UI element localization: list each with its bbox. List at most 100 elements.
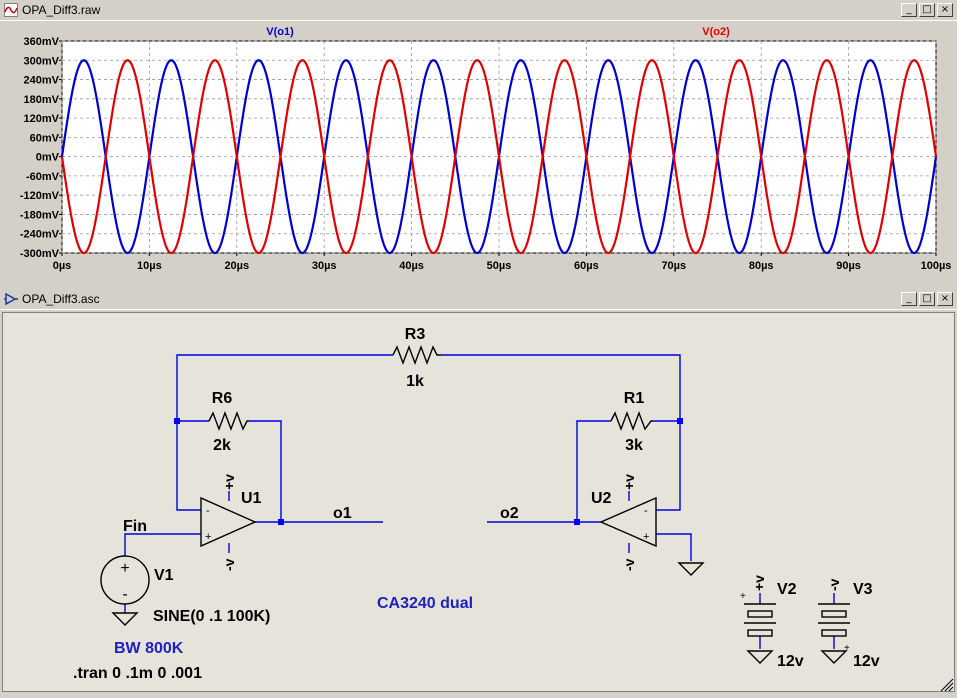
r1-name[interactable]: R1	[624, 390, 645, 407]
u1-plus-pin: +	[205, 531, 211, 543]
junction-node	[574, 519, 580, 525]
resize-grip-icon[interactable]	[940, 678, 954, 692]
r1-value[interactable]: 3k	[625, 437, 643, 454]
u1-vplus-label: +v	[221, 474, 237, 490]
opamp-u1[interactable]	[200, 496, 257, 548]
maximize-button[interactable]: □	[919, 3, 935, 17]
v3-plus-sign: +	[844, 643, 850, 654]
v3-name[interactable]: V3	[853, 581, 873, 598]
v2-plus-sign: +	[740, 591, 746, 602]
junction-node	[677, 418, 683, 424]
voltage-source-v1[interactable]	[100, 555, 150, 605]
opamp-u2[interactable]	[599, 496, 657, 548]
r3-value[interactable]: 1k	[406, 373, 424, 390]
wire[interactable]	[176, 421, 201, 511]
chip-comment[interactable]: CA3240 dual	[377, 595, 473, 612]
junction-node	[278, 519, 284, 525]
r6-value[interactable]: 2k	[213, 437, 231, 454]
u1-label[interactable]: U1	[241, 490, 262, 507]
x-tick-label: 80µs	[749, 260, 774, 272]
u1-vminus-label: -v	[221, 558, 237, 571]
x-tick-label: 10µs	[137, 260, 162, 272]
wire[interactable]	[176, 354, 393, 421]
u1-minus-pin: -	[206, 505, 210, 517]
battery-v3[interactable]	[821, 610, 847, 618]
schematic-canvas[interactable]: - + - + +v -v +v -v +v -v + -	[2, 312, 955, 692]
wire[interactable]	[124, 533, 201, 556]
x-tick-label: 20µs	[224, 260, 249, 272]
resistor-r3[interactable]	[392, 345, 441, 365]
schematic-window-titlebar[interactable]: OPA_Diff3.asc _ □ ×	[0, 289, 957, 310]
v2-name[interactable]: V2	[777, 581, 797, 598]
wire[interactable]	[656, 533, 692, 561]
minimize-button[interactable]: _	[901, 292, 917, 306]
y-tick-label: 180mV	[24, 94, 60, 106]
v1-minus-sign: -	[122, 586, 127, 603]
y-tick-label: -120mV	[20, 190, 60, 202]
y-tick-label: -60mV	[26, 171, 60, 183]
legend-v-o1[interactable]: V(o1)	[266, 26, 294, 38]
resistor-r6[interactable]	[208, 411, 249, 431]
y-tick-label: -180mV	[20, 209, 60, 221]
waveform-plot[interactable]: 360mV300mV240mV180mV120mV60mV0mV-60mV-12…	[2, 21, 955, 280]
waveform-icon	[4, 3, 18, 17]
schematic-window-title: OPA_Diff3.asc	[22, 292, 100, 306]
wire[interactable]	[441, 354, 681, 421]
net-label-o1[interactable]: o1	[333, 505, 352, 522]
ground-icon	[677, 562, 705, 576]
v2-value[interactable]: 12v	[777, 653, 804, 670]
net-label-fin[interactable]: Fin	[123, 518, 147, 535]
junction-node	[174, 418, 180, 424]
net-label-o2[interactable]: o2	[500, 505, 519, 522]
schematic-icon	[4, 292, 18, 306]
x-tick-label: 100µs	[921, 260, 952, 272]
plot-window: OPA_Diff3.raw _ □ × 360mV 300mV 240mV 180mV…	[0, 0, 957, 282]
bw-comment[interactable]: BW 800K	[114, 640, 184, 657]
x-tick-label: 70µs	[661, 260, 686, 272]
y-tick-label: 120mV	[24, 113, 60, 125]
plot-window-titlebar[interactable]: OPA_Diff3.raw _ □ ×	[0, 0, 957, 21]
v1-value[interactable]: SINE(0 .1 100K)	[153, 608, 270, 625]
y-tick-label: -300mV	[20, 248, 60, 260]
v2-net-label: +v	[751, 575, 767, 591]
plot-window-title: OPA_Diff3.raw	[22, 3, 101, 17]
wire[interactable]	[576, 420, 611, 522]
v3-net-label: -v	[826, 578, 842, 591]
y-tick-label: 360mV	[24, 36, 60, 48]
ground-icon	[746, 650, 774, 664]
u2-minus-pin: -	[644, 505, 648, 517]
tran-directive[interactable]: .tran 0 .1m 0 .001	[73, 665, 202, 682]
resistor-r1[interactable]	[610, 411, 653, 431]
x-tick-label: 30µs	[312, 260, 337, 272]
wire[interactable]	[653, 420, 681, 511]
wire[interactable]	[249, 420, 282, 522]
minimize-button[interactable]: _	[901, 3, 917, 17]
y-tick-label: 300mV	[24, 55, 60, 67]
close-button[interactable]: ×	[937, 3, 953, 17]
y-tick-label: 0mV	[36, 152, 60, 164]
v1-name[interactable]: V1	[154, 567, 174, 584]
maximize-button[interactable]: □	[919, 292, 935, 306]
y-tick-label: -240mV	[20, 229, 60, 241]
schematic-drawing[interactable]: - + - + +v -v +v -v +v -v + -	[3, 313, 956, 693]
series-v-o2-line[interactable]	[60, 59, 938, 255]
u2-plus-pin: +	[643, 531, 649, 543]
y-tick-label: 240mV	[24, 75, 60, 87]
legend-v-o2[interactable]: V(o2)	[702, 26, 730, 38]
x-tick-label: 60µs	[574, 260, 599, 272]
r6-name[interactable]: R6	[212, 390, 233, 407]
x-tick-label: 90µs	[836, 260, 861, 272]
close-button[interactable]: ×	[937, 292, 953, 306]
x-tick-label: 50µs	[487, 260, 512, 272]
x-tick-label: 40µs	[399, 260, 424, 272]
r3-name[interactable]: R3	[405, 326, 426, 343]
v1-plus-sign: +	[120, 560, 129, 577]
battery-v2[interactable]	[747, 610, 773, 618]
ground-icon	[111, 612, 139, 626]
ground-icon	[820, 650, 848, 664]
u2-vminus-label: -v	[621, 558, 637, 571]
v3-value[interactable]: 12v	[853, 653, 880, 670]
x-tick-label: 0µs	[53, 260, 72, 272]
u2-label[interactable]: U2	[591, 490, 612, 507]
